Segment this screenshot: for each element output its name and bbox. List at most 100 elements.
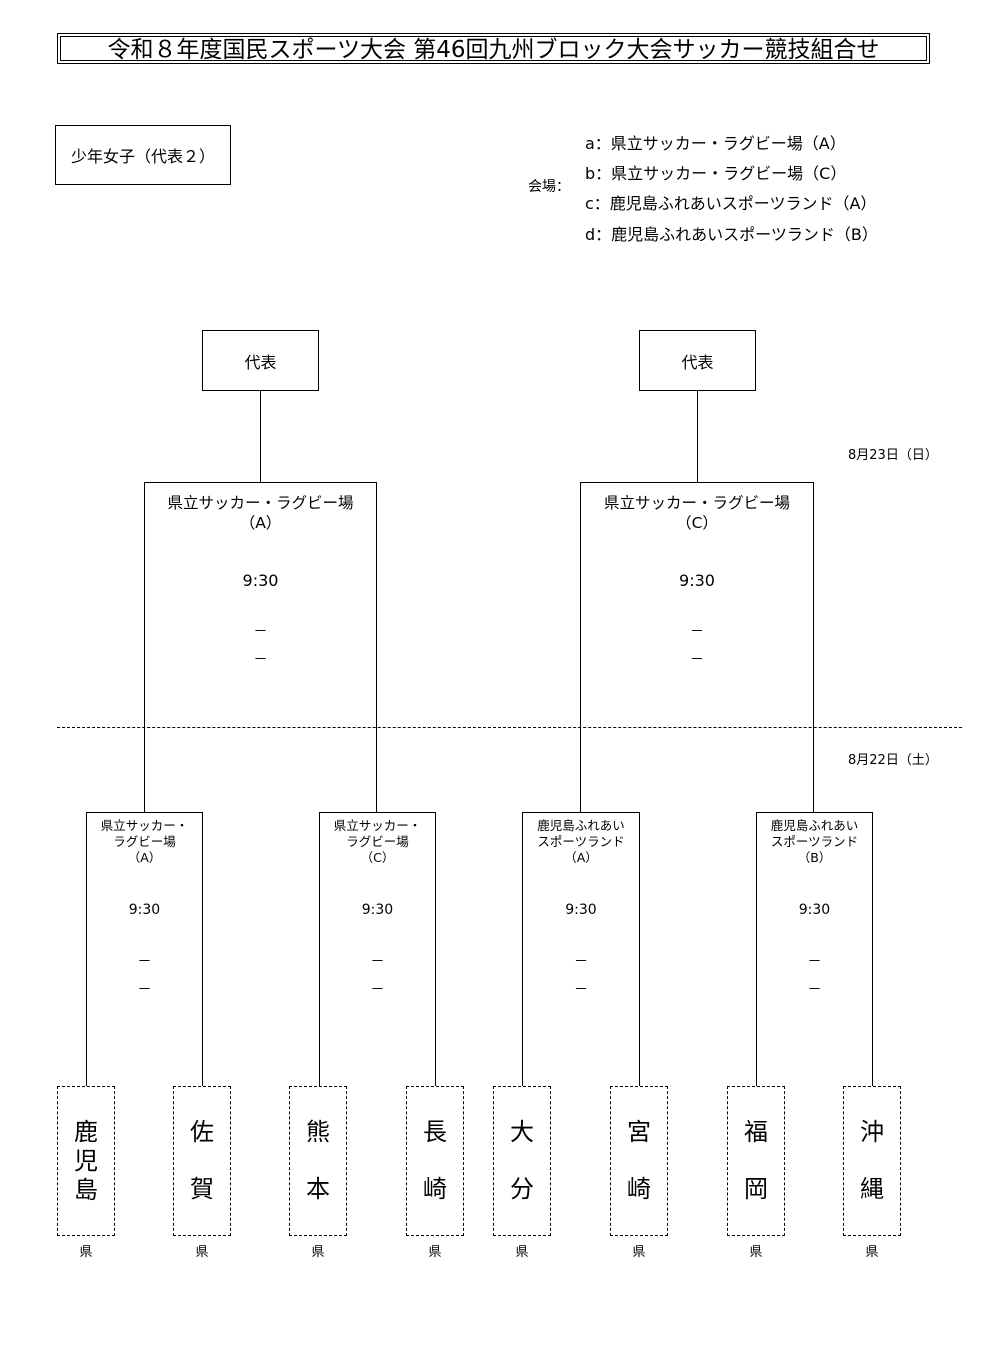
venue-legend-label: 会場： xyxy=(528,179,570,195)
semi-score-4-a: － xyxy=(807,954,822,970)
team-fukuoka-char-1: 福 xyxy=(744,1118,768,1146)
team-nagasaki-char-1: 長 xyxy=(423,1118,447,1146)
semi-score-2-b: － xyxy=(370,982,385,998)
semi-time-2: 9:30 xyxy=(361,902,394,918)
team-saga-char-2: 賀 xyxy=(190,1175,214,1203)
team-oita-char-2: 分 xyxy=(510,1175,534,1203)
team-kumamoto-char-2: 本 xyxy=(306,1175,330,1203)
semi-score-4-b: － xyxy=(807,982,822,998)
semi-score-2: － － xyxy=(319,948,436,1004)
semi-time-4: 9:30 xyxy=(798,902,831,918)
semi-venue-4-line2: スポーツランド xyxy=(770,834,859,849)
semi-bar-1 xyxy=(86,812,203,813)
team-box-miyazaki: 宮 崎 xyxy=(610,1086,668,1236)
semi-score-1-a: － xyxy=(137,954,152,970)
semi-left-leg-2 xyxy=(319,812,320,1087)
semi-score-1-b: － xyxy=(137,982,152,998)
semi-venue-1-line1: 県立サッカー・ xyxy=(100,818,189,833)
final-right-leg-2 xyxy=(813,482,814,812)
semi-venue-3-line2: スポーツランド xyxy=(537,834,625,849)
semi-bar-4 xyxy=(756,812,873,813)
semi-venue-1-line2: ラグビー場 xyxy=(113,834,176,849)
venue-item-c: c：鹿児島ふれあいスポーツランド（A） xyxy=(585,194,877,213)
team-box-nagasaki: 長 崎 xyxy=(406,1086,464,1236)
team-nagasaki-char-2: 崎 xyxy=(423,1175,447,1203)
team-kagoshima-char-1: 鹿 xyxy=(74,1117,98,1146)
date-day2: 8月23日（日） xyxy=(848,448,938,463)
semi-time-3: 9:30 xyxy=(565,902,597,918)
final-score-1: － － xyxy=(144,618,377,674)
final-venue-2: 県立サッカー・ラグビー場 （C） xyxy=(580,493,814,533)
final-right-leg-1 xyxy=(376,482,377,812)
final-connector-1 xyxy=(260,391,261,483)
team-fukuoka-suffix: 県 xyxy=(749,1245,763,1260)
team-kagoshima-suffix: 県 xyxy=(79,1245,93,1260)
final-score-2-b: － xyxy=(690,652,704,668)
final-bar-2 xyxy=(580,482,814,483)
team-miyazaki-char-1: 宮 xyxy=(627,1118,651,1146)
semi-venue-1: 県立サッカー・ ラグビー場 （A） xyxy=(86,818,203,866)
semi-score-3: － － xyxy=(522,948,640,1004)
semi-score-1: － － xyxy=(86,948,203,1004)
semi-venue-4-line3: （B） xyxy=(797,850,832,865)
final-venue-1: 県立サッカー・ラグビー場 （A） xyxy=(144,493,377,533)
final-left-leg-1 xyxy=(144,482,145,812)
final-venue-court-1: （A） xyxy=(239,514,282,532)
team-box-fukuoka: 福 岡 xyxy=(727,1086,785,1236)
team-saga-suffix: 県 xyxy=(195,1245,209,1260)
team-miyazaki-suffix: 県 xyxy=(632,1245,646,1260)
semi-right-leg-3 xyxy=(639,812,640,1087)
team-box-kumamoto: 熊 本 xyxy=(289,1086,347,1236)
semi-left-leg-4 xyxy=(756,812,757,1087)
venue-item-a: a：県立サッカー・ラグビー場（A） xyxy=(585,134,846,153)
semi-venue-3-line3: （A） xyxy=(564,850,598,865)
team-fukuoka-char-2: 岡 xyxy=(744,1175,768,1203)
team-oita-char-1: 大 xyxy=(510,1118,534,1146)
final-connector-2 xyxy=(697,391,698,483)
team-nagasaki-suffix: 県 xyxy=(428,1245,442,1260)
final-score-2-a: － xyxy=(690,624,704,640)
page-title: 令和８年度国民スポーツ大会 第46回九州ブロック大会サッカー競技組合せ xyxy=(57,33,930,64)
semi-score-3-b: － xyxy=(574,982,588,998)
semi-venue-2: 県立サッカー・ ラグビー場 （C） xyxy=(319,818,436,866)
semi-bar-2 xyxy=(319,812,436,813)
team-okinawa-suffix: 県 xyxy=(865,1245,879,1260)
team-kagoshima-char-2: 児 xyxy=(74,1146,98,1175)
semi-left-leg-1 xyxy=(86,812,87,1087)
semi-score-3-a: － xyxy=(574,954,588,970)
venue-item-d: d：鹿児島ふれあいスポーツランド（B） xyxy=(585,225,878,244)
date-day1: 8月22日（土） xyxy=(848,753,938,768)
day-divider xyxy=(57,727,962,728)
semi-venue-3: 鹿児島ふれあい スポーツランド （A） xyxy=(522,818,640,866)
team-saga-char-1: 佐 xyxy=(190,1118,214,1146)
team-box-kagoshima: 鹿 児 島 xyxy=(57,1086,115,1236)
team-kumamoto-suffix: 県 xyxy=(311,1245,325,1260)
final-venue-name-1: 県立サッカー・ラグビー場 xyxy=(167,494,354,512)
final-score-2: － － xyxy=(580,618,814,674)
semi-time-1: 9:30 xyxy=(128,902,161,918)
final-bar-1 xyxy=(144,482,377,483)
semi-score-2-a: － xyxy=(370,954,385,970)
semi-score-4: － － xyxy=(756,948,873,1004)
semi-venue-2-line1: 県立サッカー・ xyxy=(333,818,422,833)
team-kagoshima-char-3: 島 xyxy=(74,1175,98,1204)
final-time-2: 9:30 xyxy=(679,571,715,590)
team-miyazaki-char-2: 崎 xyxy=(627,1175,651,1203)
team-okinawa-char-1: 沖 xyxy=(860,1118,884,1146)
final-venue-court-2: （C） xyxy=(676,514,718,532)
semi-venue-2-line3: （C） xyxy=(360,850,395,865)
division-label: 少年女子（代表２） xyxy=(55,125,231,185)
semi-right-leg-1 xyxy=(202,812,203,1087)
team-kumamoto-char-1: 熊 xyxy=(306,1118,330,1146)
venue-item-b: b：県立サッカー・ラグビー場（C） xyxy=(585,164,847,183)
final-score-1-a: － xyxy=(253,624,268,640)
semi-left-leg-3 xyxy=(522,812,523,1087)
semi-venue-4: 鹿児島ふれあい スポーツランド （B） xyxy=(756,818,873,866)
semi-venue-1-line3: （A） xyxy=(127,850,162,865)
team-okinawa-char-2: 縄 xyxy=(860,1175,884,1203)
team-box-saga: 佐 賀 xyxy=(173,1086,231,1236)
semi-venue-4-line1: 鹿児島ふれあい xyxy=(770,818,859,833)
final-venue-name-2: 県立サッカー・ラグビー場 xyxy=(603,494,790,512)
representative-box-2: 代表 xyxy=(639,330,756,391)
semi-venue-2-line2: ラグビー場 xyxy=(346,834,409,849)
